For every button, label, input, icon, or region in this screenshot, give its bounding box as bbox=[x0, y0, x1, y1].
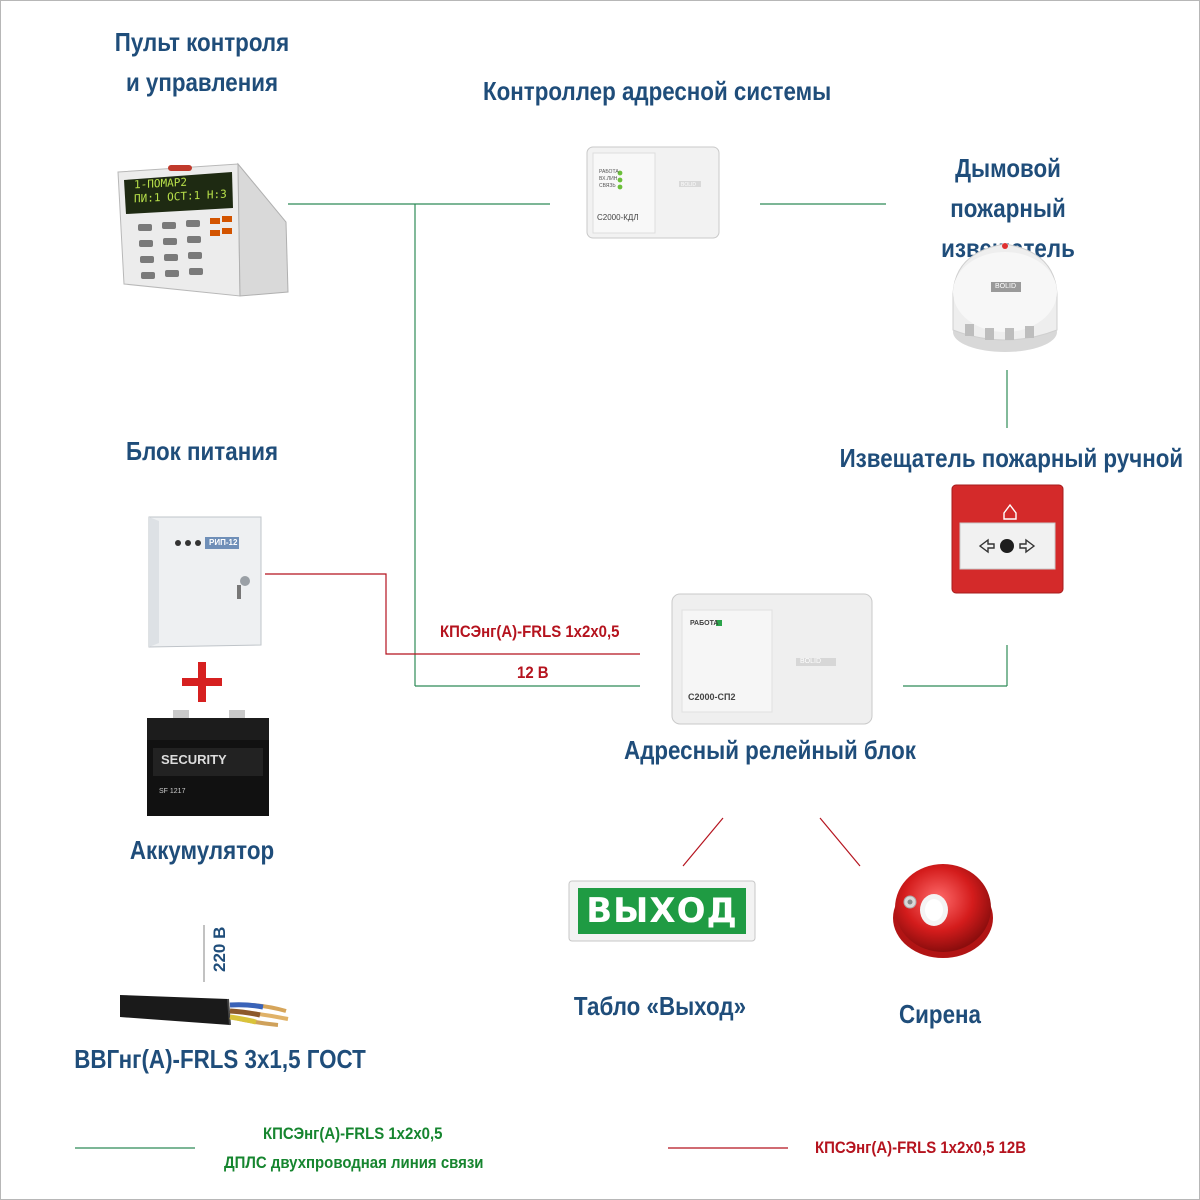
controller-title: Контроллер адресной системы bbox=[483, 76, 832, 106]
power-supply-title: Блок питания bbox=[126, 436, 278, 466]
relay-status: РАБОТА bbox=[690, 620, 719, 627]
relay-block-device: РАБОТА BOLID С2000-СП2 bbox=[670, 592, 875, 727]
mains-voltage-label: 220 В bbox=[210, 926, 229, 972]
led-label-3: СВЯЗЬ bbox=[599, 183, 616, 189]
power-supply-device: РИП-12 bbox=[145, 515, 265, 650]
relay-brand: BOLID bbox=[800, 658, 822, 665]
relay-block-title: Адресный релейный блок bbox=[624, 735, 916, 765]
power-cable-device bbox=[120, 995, 289, 1027]
exit-sign-text: ВЫХОД bbox=[586, 891, 738, 931]
control-panel-device: 1-ПОМАР2 ПИ:1 ОСТ:1 Н:3 bbox=[110, 160, 290, 300]
cable-label-main: КПСЭнг(А)-FRLS 1х2х0,5 bbox=[440, 622, 620, 641]
power-line-psu-relay bbox=[265, 573, 640, 655]
relay-to-siren-line bbox=[819, 817, 861, 867]
siren-device bbox=[893, 864, 993, 958]
controller-leds: РАБОТА ВХ.ЛИН СВЯЗЬ bbox=[599, 169, 619, 190]
led-label-1: РАБОТА bbox=[599, 169, 619, 175]
controller-model: С2000-КДЛ bbox=[597, 213, 639, 222]
cable-label-voltage: 12 В bbox=[517, 663, 549, 682]
legend-red-label: КПСЭнг(А)-FRLS 1х2х0,5 12В bbox=[815, 1138, 1027, 1157]
manual-call-point-title: Извещатель пожарный ручной bbox=[839, 443, 1184, 473]
plus-icon bbox=[182, 662, 222, 702]
battery-title: Аккумулятор bbox=[129, 835, 275, 865]
manual-call-point-device bbox=[950, 483, 1065, 595]
control-panel-title: Пульт контроля и управления bbox=[107, 22, 296, 102]
battery-model: SF 1217 bbox=[159, 788, 186, 795]
controller-device: РАБОТА ВХ.ЛИН СВЯЗЬ BOLID С2000-КДЛ bbox=[585, 145, 721, 240]
control-panel-title-text: Пульт контроля и управления bbox=[114, 27, 290, 97]
exit-sign-device: ВЫХОД bbox=[568, 880, 756, 942]
smoke-brand: BOLID bbox=[995, 283, 1017, 290]
control-panel-display: 1-ПОМАР2 ПИ:1 ОСТ:1 Н:3 bbox=[134, 174, 227, 207]
exit-sign-title: Табло «Выход» bbox=[573, 991, 747, 1021]
battery-brand: SECURITY bbox=[161, 752, 227, 767]
legend-green-label-1: КПСЭнг(А)-FRLS 1х2х0,5 bbox=[263, 1124, 443, 1143]
relay-model: С2000-СП2 bbox=[688, 692, 736, 702]
legend-green-label-2: ДПЛС двухпроводная линия связи bbox=[224, 1153, 484, 1172]
psu-label: РИП-12 bbox=[209, 538, 238, 547]
smoke-detector-device: BOLID bbox=[945, 232, 1065, 357]
siren-title: Сирена bbox=[899, 999, 981, 1029]
led-label-2: ВХ.ЛИН bbox=[599, 176, 618, 182]
relay-to-exit-line bbox=[682, 817, 724, 867]
controller-brand: BOLID bbox=[681, 182, 697, 188]
battery-device: SECURITY SF 1217 bbox=[143, 708, 273, 818]
power-cable-title: ВВГнг(А)-FRLS 3х1,5 ГОСТ bbox=[74, 1044, 366, 1074]
